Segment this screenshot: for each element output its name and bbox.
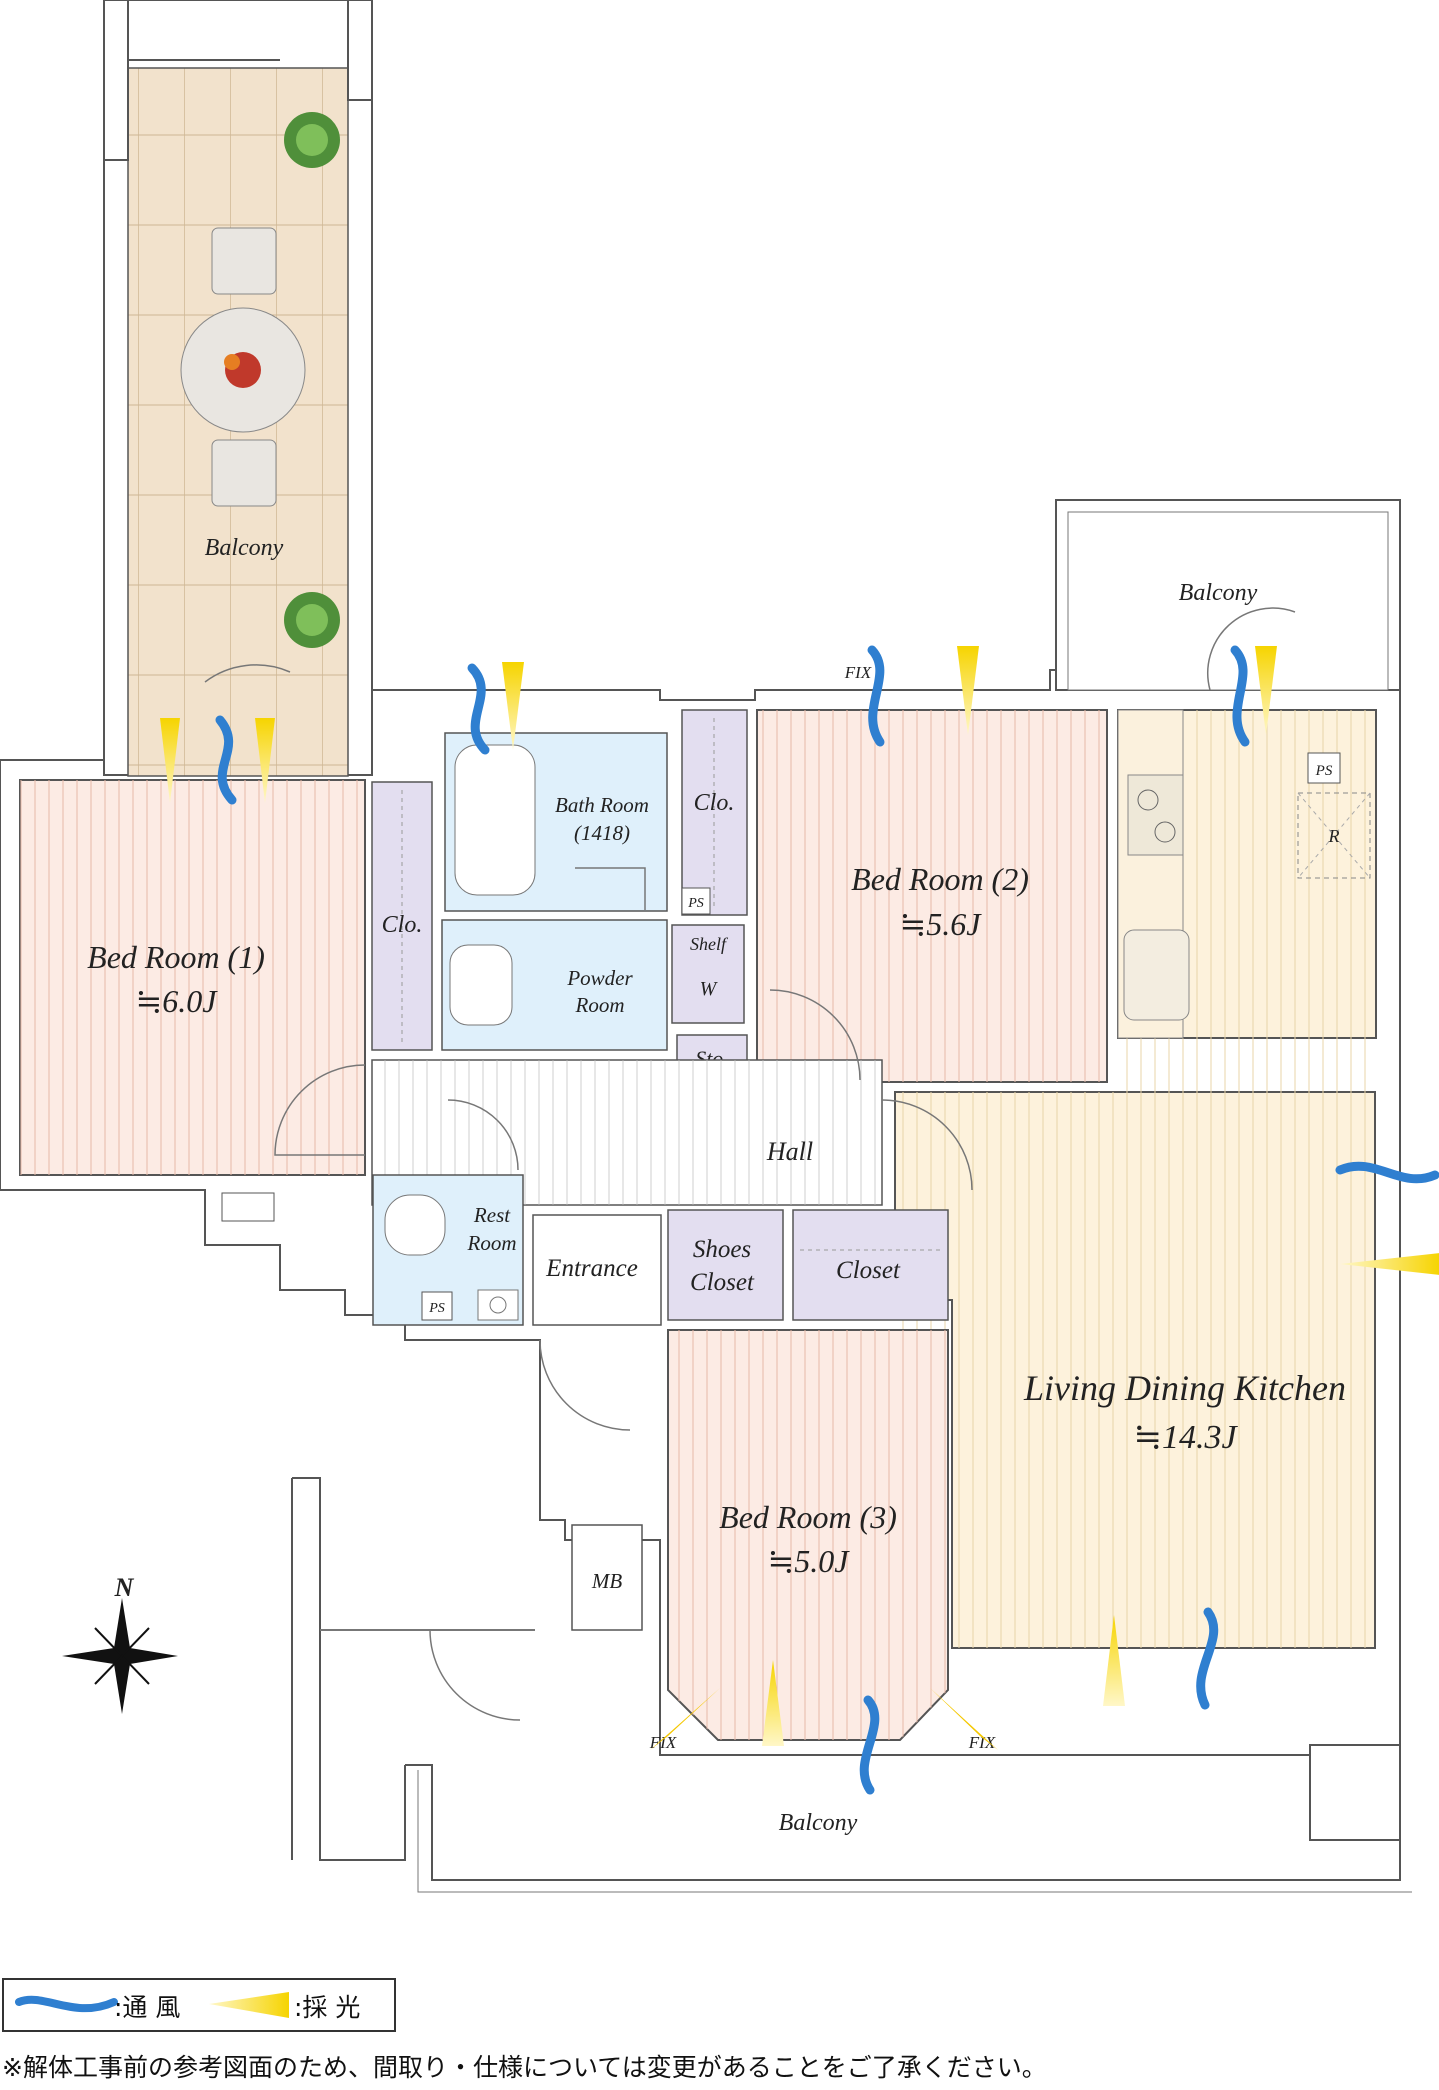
- bedroom-1-size: ≒6.0J: [135, 983, 218, 1019]
- fix-label-2: FIX: [649, 1733, 677, 1752]
- balcony-south: Balcony: [405, 1744, 1412, 1893]
- light-arrow-icon: [930, 1688, 998, 1750]
- closet-3: Closet: [792, 1209, 949, 1321]
- ps-box-2: PS: [421, 1291, 453, 1321]
- light-legend-label: :採 光: [294, 1993, 361, 2022]
- light-arrow-icon: [762, 1660, 784, 1746]
- closet-1-label: Clo.: [382, 912, 423, 938]
- powder-room-label-2: Room: [575, 993, 625, 1017]
- doors: [204, 607, 1296, 1721]
- ldk-size: ≒14.3J: [1133, 1419, 1238, 1456]
- balcony-east-label: Balcony: [1179, 580, 1258, 606]
- balcony-south-label: Balcony: [779, 1810, 858, 1836]
- legend: :通 風 :採 光: [2, 1978, 396, 2032]
- building-outline: [0, 661, 1401, 1756]
- entrance-label: Entrance: [545, 1255, 638, 1282]
- shoes-closet-label-2: Closet: [690, 1269, 755, 1296]
- shoes-closet-label-1: Shoes: [693, 1236, 751, 1263]
- ldk: R PS Living Dining Kitchen ≒14.3J: [894, 709, 1377, 1649]
- wind-legend-label: :通 風: [114, 1993, 181, 2022]
- bedroom-3-size: ≒5.0J: [767, 1543, 850, 1579]
- fridge-label: R: [1328, 826, 1340, 846]
- balcony-north: Balcony: [103, 0, 373, 777]
- closet-3-label: Closet: [836, 1257, 901, 1284]
- ps-3-label: PS: [1315, 763, 1333, 779]
- fix-label-1: FIX: [844, 663, 872, 682]
- powder-room-label-1: Powder: [566, 966, 633, 990]
- light-arrow-icon: [1103, 1615, 1125, 1706]
- wind-arrow-icon: [1196, 1607, 1219, 1710]
- light-arrow-icon: [1340, 1253, 1439, 1275]
- bedroom-1-name: Bed Room (1): [87, 939, 265, 975]
- wind-indicators: [215, 645, 1439, 1795]
- ldk-name: Living Dining Kitchen: [1023, 1368, 1346, 1408]
- bath-room-size: (1418): [574, 821, 630, 845]
- bedroom-2: Bed Room (2) ≒5.6J: [756, 709, 1108, 1083]
- light-arrow-icon: [502, 662, 524, 750]
- closet-2-label: Clo.: [694, 790, 735, 816]
- meter-box-label: MB: [591, 1569, 622, 1593]
- balcony-north-label: Balcony: [205, 535, 284, 561]
- bedroom-2-name: Bed Room (2): [851, 861, 1029, 897]
- light-arrow-icon: [1255, 646, 1277, 735]
- rest-room-label-1: Rest: [473, 1203, 511, 1227]
- light-arrow-icon: [957, 646, 979, 735]
- wind-arrow-icon: [1335, 1161, 1439, 1184]
- light-legend-icon: [209, 1992, 289, 2018]
- shoes-closet: Shoes Closet: [667, 1209, 784, 1321]
- wind-arrow-icon: [867, 645, 885, 747]
- light-arrow-icon: [650, 1688, 720, 1750]
- porch-wall: [291, 1477, 535, 1861]
- fix-label-3: FIX: [968, 1733, 996, 1752]
- powder-room: Powder Room: [441, 919, 668, 1051]
- plant-icon: [284, 112, 340, 168]
- balcony-east: Balcony: [1055, 499, 1401, 691]
- disclaimer-note: ※解体工事前の参考図面のため、間取り・仕様については変更があることをご了承くださ…: [2, 2053, 1047, 2082]
- hall-label: Hall: [766, 1137, 813, 1166]
- ps-box-3: PS: [1307, 752, 1341, 784]
- closet-2: Clo.: [681, 709, 748, 916]
- ps-2-label: PS: [428, 1301, 445, 1316]
- kitchen-counter: [1117, 709, 1190, 1039]
- compass-icon: N: [62, 1573, 178, 1714]
- plant-icon: [284, 592, 340, 648]
- light-arrow-icon: [160, 718, 180, 803]
- light-indicators: [160, 646, 1439, 1750]
- closet-1: Clo.: [371, 781, 433, 1051]
- rest-room-label-2: Room: [467, 1231, 517, 1255]
- ps-box-1: PS: [681, 887, 711, 915]
- bath-room-label: Bath Room: [555, 793, 649, 817]
- light-arrow-icon: [255, 718, 275, 803]
- wind-legend-icon: [15, 1995, 118, 2013]
- north-label: N: [114, 1573, 135, 1602]
- meter-box: MB: [571, 1524, 643, 1631]
- wind-arrow-icon: [859, 1695, 880, 1795]
- wind-arrow-icon: [467, 663, 490, 755]
- bath-room: Bath Room (1418): [444, 732, 668, 912]
- wind-arrow-icon: [215, 715, 237, 805]
- ps-1-label: PS: [687, 896, 704, 911]
- bedroom-3-name: Bed Room (3): [719, 1499, 897, 1535]
- fridge-space: R: [1297, 792, 1371, 879]
- washer-label: W: [700, 978, 719, 1000]
- bedroom-1: Bed Room (1) ≒6.0J: [19, 779, 366, 1176]
- wind-arrow-icon: [1230, 645, 1250, 747]
- bedroom-2-size: ≒5.6J: [899, 906, 982, 942]
- shelf-label: Shelf: [690, 934, 729, 954]
- shelf: Shelf W: [671, 924, 745, 1024]
- small-box: [221, 1192, 275, 1222]
- bedroom-3: Bed Room (3) ≒5.0J: [667, 1329, 949, 1741]
- entrance: Entrance: [532, 1214, 662, 1326]
- patio-table-icon: [180, 227, 306, 507]
